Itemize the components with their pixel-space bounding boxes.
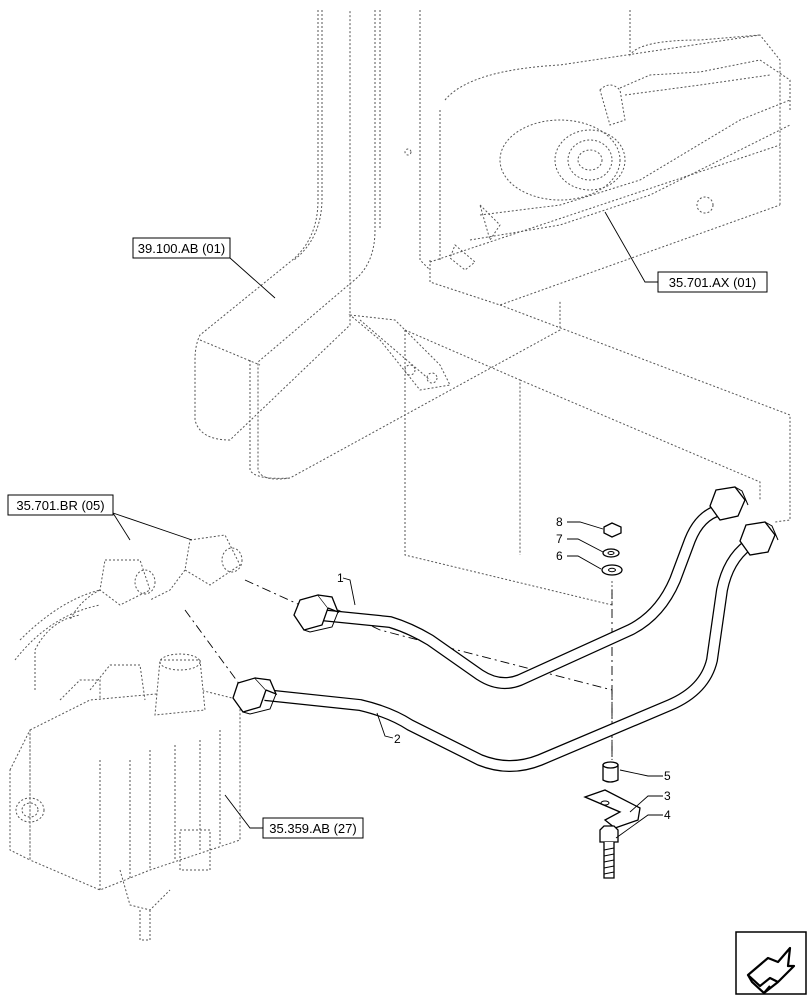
ref-35359-label: 35.359.AB (27) xyxy=(269,821,356,836)
callout-8: 8 xyxy=(556,515,563,529)
callout-3: 3 xyxy=(664,789,671,803)
hardware xyxy=(583,522,641,879)
leaders xyxy=(112,211,663,839)
ref-35701br-label: 35.701.BR (05) xyxy=(16,498,104,513)
ref-39100-box[interactable]: 39.100.AB (01) xyxy=(132,237,231,259)
callout-5: 5 xyxy=(664,769,671,783)
hub-ghost xyxy=(449,59,791,271)
callout-1: 1 xyxy=(337,571,344,585)
callout-2: 2 xyxy=(394,732,401,746)
ref-39100-label: 39.100.AB (01) xyxy=(138,241,225,256)
pipe-2 xyxy=(232,521,779,772)
valve-fittings-ghost xyxy=(69,534,243,621)
frame-ghost xyxy=(194,10,781,480)
callout-4: 4 xyxy=(664,808,671,822)
ref-35701ax-box[interactable]: 35.701.AX (01) xyxy=(657,271,768,293)
ref-35359-box[interactable]: 35.359.AB (27) xyxy=(262,817,364,839)
ref-35701ax-label: 35.701.AX (01) xyxy=(669,275,756,290)
assembly-outline xyxy=(404,304,791,606)
callout-6: 6 xyxy=(556,549,563,563)
callout-7: 7 xyxy=(556,532,563,546)
pipe-1 xyxy=(293,486,749,690)
ref-35701br-box[interactable]: 35.701.BR (05) xyxy=(7,494,114,516)
control-valve-ghost xyxy=(9,589,241,941)
next-page-arrow-icon[interactable] xyxy=(735,931,807,995)
callout-numbers: 1 2 3 4 5 6 7 8 xyxy=(337,515,671,822)
